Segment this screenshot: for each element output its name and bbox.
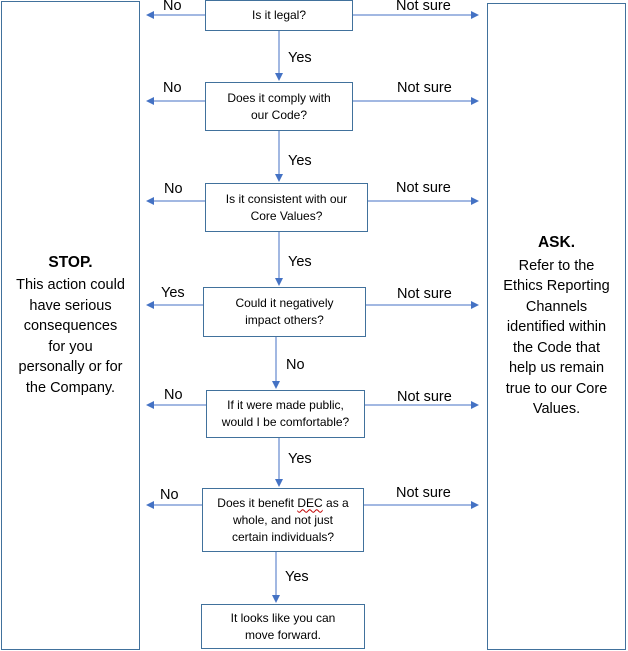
question-text: Could it negatively bbox=[235, 296, 334, 310]
ask-line: true to our Core bbox=[505, 380, 608, 397]
ask-heading: ASK. bbox=[537, 234, 576, 252]
right-label: Not sure bbox=[396, 180, 451, 196]
question-text: Is it consistent with our bbox=[225, 191, 348, 206]
down-label: Yes bbox=[288, 153, 312, 169]
question-box-code: Does it comply with our Code? bbox=[205, 82, 353, 131]
question-text: Does it comply with bbox=[227, 90, 331, 105]
question-text: Does it benefit bbox=[217, 495, 294, 510]
stop-line: personally or for bbox=[18, 359, 123, 376]
stop-line: for you bbox=[48, 338, 93, 355]
stop-line: consequences bbox=[23, 318, 118, 335]
right-label: Not sure bbox=[397, 80, 452, 96]
question-text: would I be comfortable? bbox=[221, 415, 350, 429]
left-label: No bbox=[160, 487, 179, 503]
question-box-legal: Is it legal? bbox=[205, 0, 353, 31]
ask-line: Channels bbox=[525, 298, 588, 315]
ask-line: Ethics Reporting bbox=[503, 278, 610, 295]
question-text: certain individuals? bbox=[231, 529, 335, 544]
left-label: Yes bbox=[161, 285, 185, 301]
question-text: If it were made public, bbox=[227, 398, 344, 412]
down-label: Yes bbox=[288, 50, 312, 66]
ask-panel: ASK. Refer to the Ethics Reporting Chann… bbox=[487, 3, 626, 650]
right-label: Not sure bbox=[397, 389, 452, 405]
left-label: No bbox=[163, 80, 182, 96]
question-text: Is it legal? bbox=[251, 8, 307, 22]
right-label: Not sure bbox=[396, 485, 451, 501]
final-box: It looks like you can move forward. bbox=[201, 604, 365, 649]
question-box-made-public: If it were made public, would I be comfo… bbox=[206, 390, 365, 438]
down-label: Yes bbox=[288, 254, 312, 270]
stop-panel: STOP. This action could have serious con… bbox=[1, 1, 140, 650]
question-text: impact others? bbox=[245, 313, 324, 327]
stop-heading: STOP. bbox=[48, 253, 93, 271]
ask-line: Refer to the bbox=[518, 257, 595, 274]
question-box-core-values: Is it consistent with our Core Values? bbox=[205, 183, 368, 232]
final-text: It looks like you can bbox=[230, 610, 336, 625]
down-label: Yes bbox=[288, 451, 312, 467]
question-text: whole, and not just bbox=[232, 512, 334, 527]
right-label: Not sure bbox=[396, 0, 451, 14]
down-label: Yes bbox=[285, 569, 309, 585]
ask-line: help us remain bbox=[508, 360, 605, 377]
question-box-benefit: Does it benefit DEC as a whole, and not … bbox=[202, 488, 364, 552]
question-text: our Code? bbox=[250, 107, 308, 122]
ask-line: identified within bbox=[506, 319, 607, 336]
right-label: Not sure bbox=[397, 286, 452, 302]
stop-line: have serious bbox=[29, 297, 112, 314]
stop-line: the Company. bbox=[25, 379, 116, 396]
left-label: No bbox=[164, 387, 183, 403]
question-text-company-name: DEC bbox=[297, 495, 323, 510]
ask-line: Values. bbox=[532, 401, 581, 418]
final-text: move forward. bbox=[244, 627, 322, 642]
left-label: No bbox=[164, 181, 183, 197]
left-label: No bbox=[163, 0, 182, 14]
question-box-impact-others: Could it negatively impact others? bbox=[203, 287, 366, 337]
down-label: No bbox=[286, 357, 305, 373]
stop-line: This action could bbox=[16, 277, 125, 294]
question-text: Core Values? bbox=[250, 208, 323, 223]
ask-line: the Code that bbox=[512, 339, 601, 356]
question-text: as a bbox=[326, 495, 349, 510]
